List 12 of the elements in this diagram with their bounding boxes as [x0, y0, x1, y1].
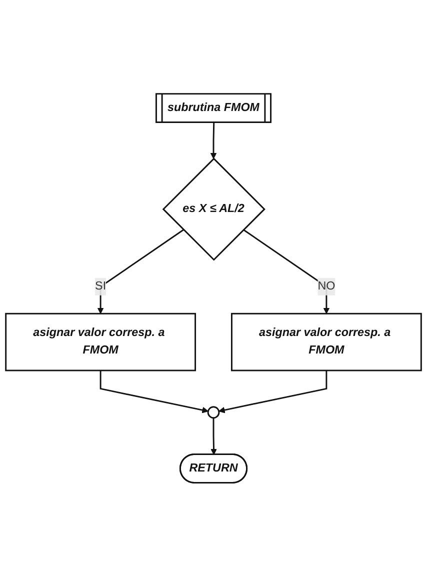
node-box: asignar valor corresp. a FMOM [230, 313, 422, 372]
arrow [243, 229, 330, 314]
node-box: asignar valor corresp. a FMOM [5, 313, 196, 372]
arrow [100, 370, 208, 414]
node-circle [207, 406, 220, 419]
node-diamond: es X ≤ AL/2 [162, 158, 266, 261]
arrow [210, 418, 217, 456]
arrow [97, 229, 184, 314]
arrow [210, 122, 217, 160]
edge-label: NO [318, 280, 336, 293]
arrow [218, 370, 328, 414]
edge-label: SI [95, 280, 106, 293]
